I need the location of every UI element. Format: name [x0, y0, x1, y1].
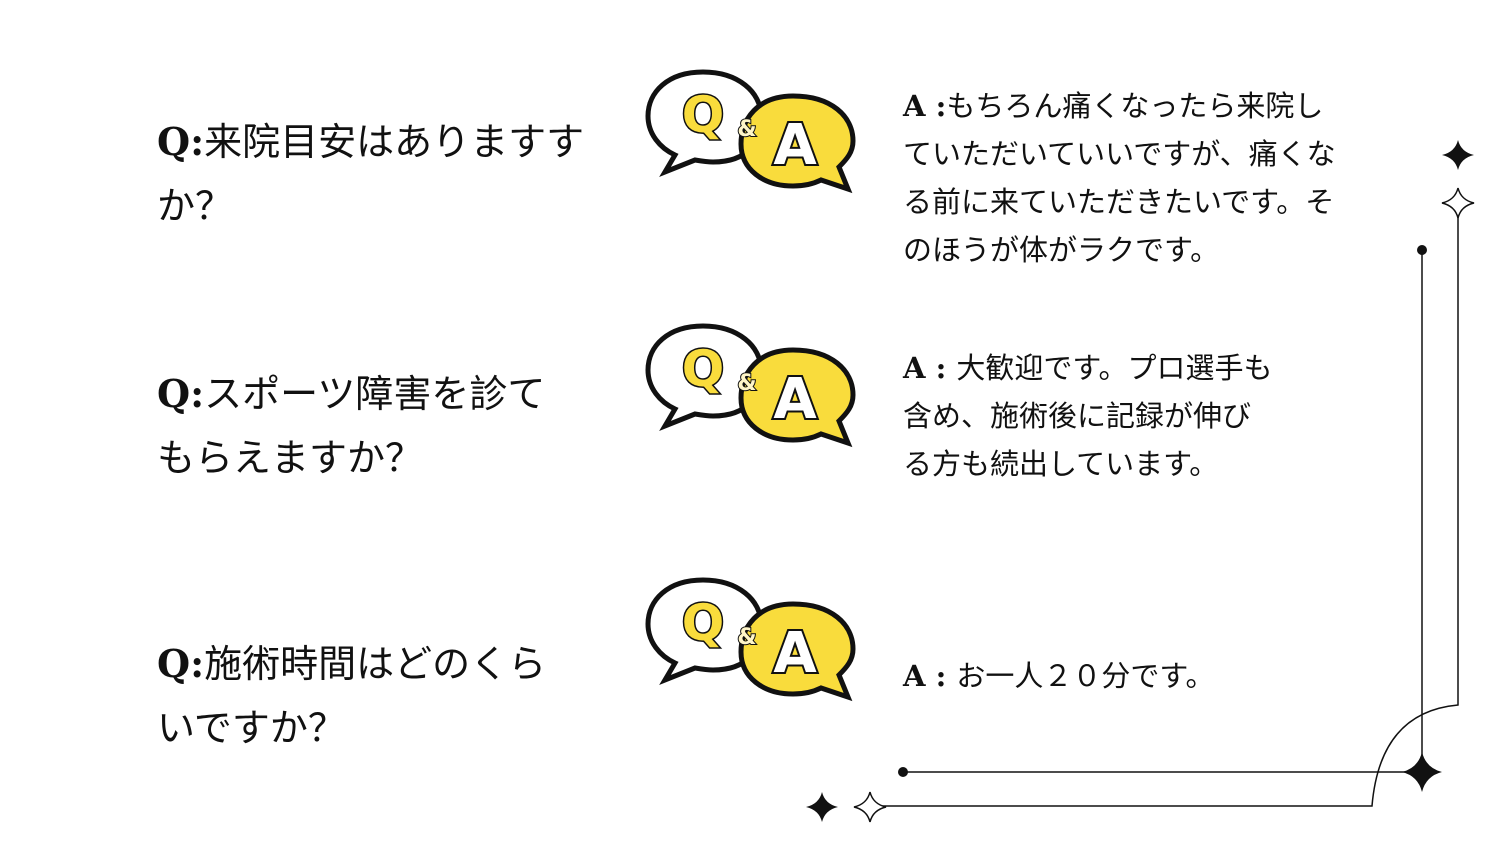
- answer-3: A : お一人２０分です。: [903, 652, 1215, 700]
- qa-logo-icon: Q & A: [643, 318, 858, 448]
- q-prefix: Q:: [157, 119, 205, 164]
- svg-text:&: &: [737, 117, 756, 142]
- answer-text: ていただいていいですが、痛くな: [903, 137, 1336, 171]
- a-prefix: A :: [903, 351, 957, 385]
- sparkle-outline-icon: [1441, 187, 1475, 219]
- answer-text: もちろん痛くなったら来院し: [946, 89, 1324, 123]
- answer-2: A : 大歓迎です。プロ選手も 含め、施術後に記録が伸び る方も続出しています。: [903, 344, 1273, 488]
- svg-text:A: A: [773, 621, 817, 686]
- qa-logo-icon: Q & A: [643, 64, 858, 194]
- sparkle-icon: [1402, 752, 1442, 792]
- question-text: いですか？: [157, 706, 346, 750]
- answer-text: る方も続出しています。: [903, 447, 1219, 481]
- svg-text:Q: Q: [682, 340, 725, 398]
- answer-text: 含め、施術後に記録が伸び: [903, 399, 1252, 433]
- question-text: もらえますか？: [157, 436, 424, 480]
- question-text: 施術時間はどのくら: [204, 642, 547, 686]
- svg-text:A: A: [773, 367, 817, 432]
- answer-text: お一人２０分です。: [956, 659, 1215, 693]
- outer-frame-line: [882, 215, 1459, 807]
- answer-1: A :もちろん痛くなったら来院し ていただいていいですが、痛くな る前に来ていた…: [903, 82, 1336, 274]
- svg-text:&: &: [737, 625, 756, 650]
- svg-text:&: &: [737, 371, 756, 396]
- question-text: スポーツ障害を診て: [204, 372, 546, 416]
- question-1: Q:来院目安はありますす か？: [157, 110, 584, 238]
- q-prefix: Q:: [157, 641, 205, 686]
- question-3: Q:施術時間はどのくら いですか？: [157, 632, 546, 760]
- sparkle-icon: [1442, 140, 1474, 170]
- svg-text:Q: Q: [682, 86, 725, 144]
- qa-logo-icon: Q & A: [643, 572, 858, 702]
- a-prefix: A :: [903, 89, 947, 123]
- question-text: 来院目安はありますす: [204, 120, 585, 164]
- sparkle-icon: [806, 792, 838, 822]
- sparkle-outline-icon: [853, 791, 887, 823]
- a-prefix: A :: [903, 659, 957, 693]
- dot-icon: [898, 767, 908, 777]
- q-prefix: Q:: [157, 371, 205, 416]
- svg-text:A: A: [773, 113, 817, 178]
- dot-icon: [1417, 245, 1427, 255]
- answer-text: る前に来ていただきたいです。そ: [903, 185, 1335, 219]
- answer-text: 大歓迎です。プロ選手も: [956, 351, 1273, 385]
- answer-text: のほうが体がラクです。: [903, 233, 1220, 267]
- question-2: Q:スポーツ障害を診て もらえますか？: [157, 362, 545, 490]
- svg-text:Q: Q: [682, 594, 725, 652]
- question-text: か？: [157, 184, 234, 228]
